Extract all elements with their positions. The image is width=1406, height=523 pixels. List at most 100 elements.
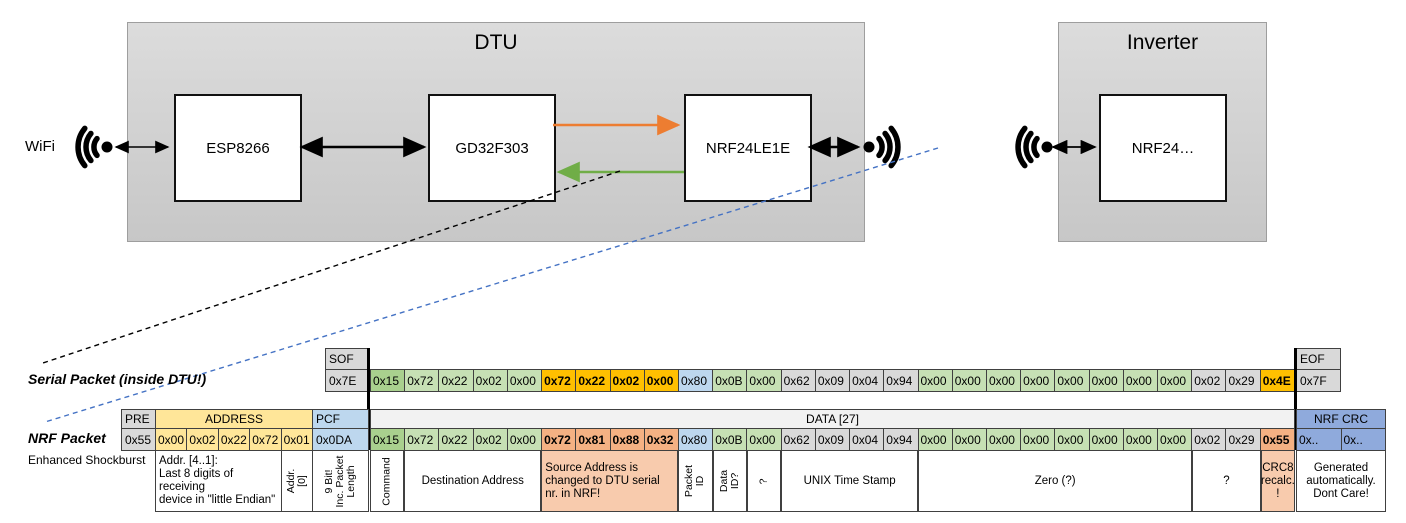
serial-byte-cell: 0x00 xyxy=(746,369,782,392)
data-annotation-cell: Data ID? xyxy=(712,450,747,512)
nrf-byte-cell: 0x29 xyxy=(1225,428,1261,451)
serial-byte-cell: 0x00 xyxy=(1157,369,1193,392)
nrf-crc-header-cell: NRF CRC xyxy=(1296,409,1386,429)
dtu-title: DTU xyxy=(474,31,518,54)
data-align-line-left xyxy=(367,348,370,450)
serial-byte-cell: 0x80 xyxy=(677,369,714,392)
nrf-crc-byte-cell: 0x.. xyxy=(1340,428,1386,451)
data-annotation-cell: Packet ID xyxy=(678,450,713,512)
nrf-packet-label: NRF Packet xyxy=(28,430,106,446)
serial-byte-cell: 0x0B xyxy=(712,369,748,392)
serial-byte-cell: 0x00 xyxy=(951,369,987,392)
wifi-icon xyxy=(1002,117,1054,182)
eof-header-cell: EOF xyxy=(1296,348,1341,370)
nrf-byte-cell: 0x04 xyxy=(849,428,885,451)
serial-packet-label: Serial Packet (inside DTU!) xyxy=(28,371,207,387)
inverter-container: Inverter xyxy=(1058,22,1267,242)
nrf-byte-cell: 0x94 xyxy=(883,428,919,451)
serial-byte-cell: 0x00 xyxy=(643,369,679,392)
sof-value-cell: 0x7E xyxy=(325,369,370,392)
serial-byte-cell: 0x00 xyxy=(1122,369,1159,392)
serial-byte-cell: 0x22 xyxy=(438,369,474,392)
enhanced-shockburst-label: Enhanced Shockburst xyxy=(28,453,146,467)
nrf-byte-cell: 0x00 xyxy=(1088,428,1124,451)
serial-byte-cell: 0x00 xyxy=(1054,369,1090,392)
data-annotation-cell: Command xyxy=(370,450,405,512)
nrf-byte-cell: 0x72 xyxy=(541,428,577,451)
nrf-address-byte-cell: 0x22 xyxy=(217,428,251,451)
serial-byte-cell: 0x00 xyxy=(1088,369,1124,392)
nrf-byte-cell: 0x72 xyxy=(404,428,440,451)
nrf-byte-cell: 0x02 xyxy=(472,428,508,451)
serial-byte-cell: 0x29 xyxy=(1225,369,1261,392)
address-annotation: Addr. [4..1]: Last 8 digits of receiving… xyxy=(155,450,282,512)
inverter-nrf24-box: NRF24… xyxy=(1099,94,1227,202)
data-align-line-right xyxy=(1294,348,1297,450)
serial-byte-cell: 0x4E xyxy=(1259,369,1295,392)
serial-byte-cell: 0x62 xyxy=(780,369,816,392)
nrf-byte-cell: 0x22 xyxy=(438,428,474,451)
nrf-byte-cell: 0x88 xyxy=(609,428,645,451)
sof-header-cell: SOF xyxy=(325,348,370,370)
crc-annotation: Generated automatically. Dont Care! xyxy=(1296,450,1386,512)
wifi-icon xyxy=(862,117,914,182)
nrf-byte-cell: 0x00 xyxy=(1157,428,1193,451)
eof-value-cell: 0x7F xyxy=(1296,369,1341,392)
serial-byte-cell: 0x09 xyxy=(814,369,851,392)
nrf-byte-cell: 0x00 xyxy=(1122,428,1159,451)
wifi-label: WiFi xyxy=(25,138,55,155)
serial-byte-cell: 0x02 xyxy=(609,369,645,392)
nrf-byte-cell: 0x81 xyxy=(575,428,611,451)
wifi-icon xyxy=(62,117,114,182)
pcf-header-cell: PCF xyxy=(312,409,369,429)
data-annotation-cell: Source Address is changed to DTU serial … xyxy=(541,450,679,512)
esp8266-box: ESP8266 xyxy=(174,94,302,202)
nrf-byte-cell: 0x02 xyxy=(1191,428,1227,451)
nrf-address-byte-cell: 0x02 xyxy=(186,428,219,451)
pcf-value-cell: 0x0DA xyxy=(312,428,369,451)
data-annotation-cell: UNIX Time Stamp xyxy=(781,450,919,512)
nrf-byte-cell: 0x32 xyxy=(643,428,679,451)
serial-byte-cell: 0x22 xyxy=(575,369,611,392)
nrf-address-byte-cell: 0x00 xyxy=(155,428,188,451)
nrf-byte-cell: 0x62 xyxy=(780,428,816,451)
serial-byte-cell: 0x72 xyxy=(541,369,577,392)
pre-header-cell: PRE xyxy=(121,409,156,429)
nrf-byte-cell: 0x00 xyxy=(1054,428,1090,451)
nrf-address-byte-cell: 0x01 xyxy=(280,428,314,451)
nrf-byte-cell: 0x00 xyxy=(917,428,953,451)
nrf-byte-cell: 0x00 xyxy=(506,428,543,451)
pre-value-cell: 0x55 xyxy=(121,428,156,451)
serial-byte-cell: 0x00 xyxy=(1020,369,1056,392)
nrf-byte-cell: 0x00 xyxy=(1020,428,1056,451)
nrf-address-byte-cell: 0x72 xyxy=(249,428,282,451)
addr0-annotation: Addr.[0] xyxy=(281,450,313,512)
data-annotation-cell: CRC8 recalc. ! xyxy=(1260,450,1295,512)
nrf-byte-cell: 0x55 xyxy=(1259,428,1295,451)
serial-byte-cell: 0x15 xyxy=(370,369,406,392)
nrf-byte-cell: 0x0B xyxy=(712,428,748,451)
data-annotation-cell: ? xyxy=(1192,450,1261,512)
data-annotation-cell: Zero (?) xyxy=(918,450,1193,512)
serial-byte-cell: 0x00 xyxy=(506,369,543,392)
nrf-crc-byte-row: 0x..0x.. xyxy=(1296,428,1386,451)
serial-byte-cell: 0x00 xyxy=(917,369,953,392)
nrf-byte-cell: 0x00 xyxy=(985,428,1022,451)
data-annotation-cell: ? xyxy=(746,450,782,512)
serial-byte-cell: 0x04 xyxy=(849,369,885,392)
inverter-title: Inverter xyxy=(1126,31,1199,54)
serial-byte-cell: 0x02 xyxy=(1191,369,1227,392)
address-header-cell: ADDRESS xyxy=(155,409,313,429)
serial-byte-cell: 0x00 xyxy=(985,369,1022,392)
serial-byte-cell: 0x02 xyxy=(472,369,508,392)
nrf-byte-cell: 0x00 xyxy=(746,428,782,451)
nrf-byte-cell: 0x15 xyxy=(370,428,406,451)
nrf-byte-cell: 0x09 xyxy=(814,428,851,451)
nrf-byte-cell: 0x80 xyxy=(677,428,714,451)
pcf-annotation: 9 Bit! Inc. Packet Length xyxy=(312,450,369,512)
data-header-cell: DATA [27] xyxy=(370,409,1295,429)
